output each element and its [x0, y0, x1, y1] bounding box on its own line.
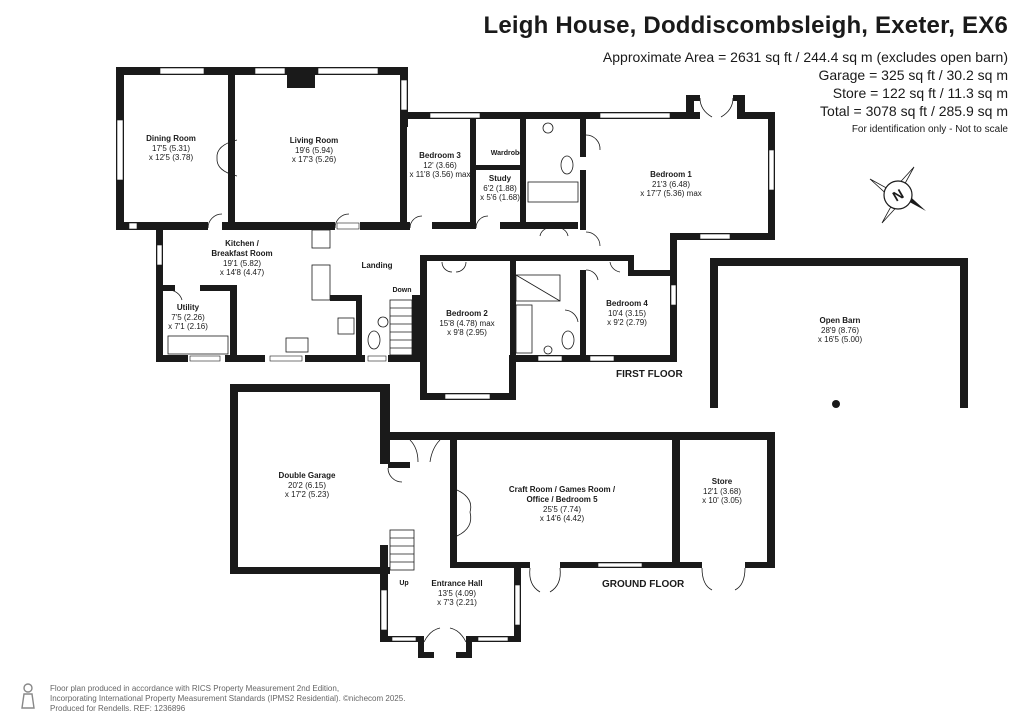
- fireplace: [287, 70, 315, 88]
- kitchen-dim1: 19'1 (5.82): [223, 259, 261, 268]
- open-barn-walls: [710, 258, 968, 408]
- room-entrance-hall: Entrance Hall 13'5 (4.09) x 7'3 (2.21): [431, 579, 482, 607]
- first-floor-fixtures: [167, 70, 734, 356]
- room-bedroom-1: Bedroom 1 21'3 (6.48) x 17'7 (5.36) max: [640, 170, 702, 198]
- dining-room-dim1: 17'5 (5.31): [152, 144, 190, 153]
- barn-post: [832, 400, 840, 408]
- ground-floor-fixtures: [240, 439, 746, 643]
- garage-name: Double Garage: [279, 471, 336, 480]
- room-bedroom-2: Bedroom 2 15'8 (4.78) max x 9'8 (2.95): [439, 309, 494, 337]
- room-bedroom-3: Bedroom 3 12' (3.66) x 11'8 (3.56) max: [410, 151, 471, 179]
- bedroom-1-name: Bedroom 1: [650, 170, 692, 179]
- bedroom-4-dim1: 10'4 (3.15): [608, 309, 646, 318]
- bedroom-4-name: Bedroom 4: [606, 299, 648, 308]
- craft-dim1: 25'5 (7.74): [543, 505, 581, 514]
- bedroom-3-name: Bedroom 3: [419, 151, 461, 160]
- room-bedroom-4: Bedroom 4 10'4 (3.15) x 9'2 (2.79): [606, 299, 648, 327]
- open-barn-dim2: x 16'5 (5.00): [818, 335, 863, 344]
- bedroom-2-name: Bedroom 2: [446, 309, 488, 318]
- ground-floor-windows: [380, 562, 643, 642]
- nichecom-logo-icon: [21, 683, 35, 709]
- area-line-total: Total = 3078 sq ft / 285.9 sq m: [820, 103, 1008, 119]
- room-study: Study 6'2 (1.88) x 5'6 (1.68): [480, 174, 520, 202]
- study-name: Study: [489, 174, 512, 183]
- kitchen-name-2: Breakfast Room: [211, 249, 272, 258]
- store-name: Store: [712, 477, 733, 486]
- dining-room-name: Dining Room: [146, 134, 196, 143]
- bedroom-2-dim2: x 9'8 (2.95): [447, 328, 487, 337]
- living-room-dim2: x 17'3 (5.26): [292, 155, 337, 164]
- craft-name-1: Craft Room / Games Room /: [509, 485, 616, 494]
- north-compass-icon: N: [869, 166, 926, 224]
- bedroom-4-dim2: x 9'2 (2.79): [607, 318, 647, 327]
- room-dining: Dining Room 17'5 (5.31) x 12'5 (3.78): [146, 134, 196, 162]
- open-barn-dim1: 28'9 (8.76): [821, 326, 859, 335]
- bedroom-3-dim1: 12' (3.66): [423, 161, 457, 170]
- footer-line-1: Floor plan produced in accordance with R…: [50, 684, 340, 693]
- entrance-dim1: 13'5 (4.09): [438, 589, 476, 598]
- wardrobe-label: Wardrobe: [491, 150, 524, 157]
- ground-floor-walls: [230, 384, 775, 658]
- staircase-down: [389, 299, 413, 356]
- utility-dim1: 7'5 (2.26): [171, 313, 205, 322]
- garage-dim1: 20'2 (6.15): [288, 481, 326, 490]
- entrance-name: Entrance Hall: [431, 579, 482, 588]
- study-dim1: 6'2 (1.88): [483, 184, 517, 193]
- bedroom-2-dim1: 15'8 (4.78) max: [439, 319, 494, 328]
- room-craft: Craft Room / Games Room / Office / Bedro…: [509, 485, 616, 523]
- room-living: Living Room 19'6 (5.94) x 17'3 (5.26): [290, 136, 338, 164]
- room-utility: Utility 7'5 (2.26) x 7'1 (2.16): [168, 303, 208, 331]
- store-dim1: 12'1 (3.68): [703, 487, 741, 496]
- living-room-dim1: 19'6 (5.94): [295, 146, 333, 155]
- living-room-name: Living Room: [290, 136, 338, 145]
- dining-room-dim2: x 12'5 (3.78): [149, 153, 194, 162]
- utility-dim2: x 7'1 (2.16): [168, 322, 208, 331]
- bedroom-1-dim1: 21'3 (6.48): [652, 180, 690, 189]
- area-summary: Approximate Area = 2631 sq ft / 244.4 sq…: [603, 48, 1008, 120]
- entrance-dim2: x 7'3 (2.21): [437, 598, 477, 607]
- utility-name: Utility: [177, 303, 200, 312]
- room-double-garage: Double Garage 20'2 (6.15) x 17'2 (5.23): [279, 471, 336, 499]
- store-dim2: x 10' (3.05): [702, 496, 742, 505]
- room-open-barn: Open Barn 28'9 (8.76) x 16'5 (5.00): [818, 316, 863, 344]
- bedroom-1-dim2: x 17'7 (5.36) max: [640, 189, 702, 198]
- open-barn-name: Open Barn: [820, 316, 861, 325]
- craft-dim2: x 14'6 (4.42): [540, 514, 585, 523]
- disclaimer: For identification only - Not to scale: [851, 124, 1008, 135]
- staircase-up: [389, 529, 415, 571]
- area-line-garage: Garage = 325 sq ft / 30.2 sq m: [818, 67, 1009, 83]
- kitchen-dim2: x 14'8 (4.47): [220, 268, 265, 277]
- footer-line-2: Incorporating International Property Mea…: [50, 694, 406, 703]
- first-floor-label: FIRST FLOOR: [616, 369, 683, 380]
- stairs-up-label: Up: [399, 580, 408, 587]
- first-floor-windows: [116, 67, 775, 400]
- garage-dim2: x 17'2 (5.23): [285, 490, 330, 499]
- kitchen-name-1: Kitchen /: [225, 239, 260, 248]
- bedroom-3-dim2: x 11'8 (3.56) max: [410, 170, 471, 179]
- study-dim2: x 5'6 (1.68): [480, 193, 520, 202]
- ground-floor-label: GROUND FLOOR: [602, 579, 685, 590]
- area-line-approximate: Approximate Area = 2631 sq ft / 244.4 sq…: [602, 49, 1008, 65]
- room-kitchen: Kitchen / Breakfast Room 19'1 (5.82) x 1…: [211, 239, 272, 277]
- property-title: Leigh House, Doddiscombsleigh, Exeter, E…: [483, 12, 1008, 39]
- craft-name-2: Office / Bedroom 5: [526, 495, 598, 504]
- stairs-down-label: Down: [392, 287, 411, 294]
- landing-label: Landing: [361, 261, 392, 270]
- footer-line-3: Produced for Rendells. REF: 1236896: [50, 704, 186, 713]
- footer-credits: Floor plan produced in accordance with R…: [50, 684, 405, 714]
- area-line-store: Store = 122 sq ft / 11.3 sq m: [832, 85, 1008, 101]
- room-store: Store 12'1 (3.68) x 10' (3.05): [702, 477, 742, 505]
